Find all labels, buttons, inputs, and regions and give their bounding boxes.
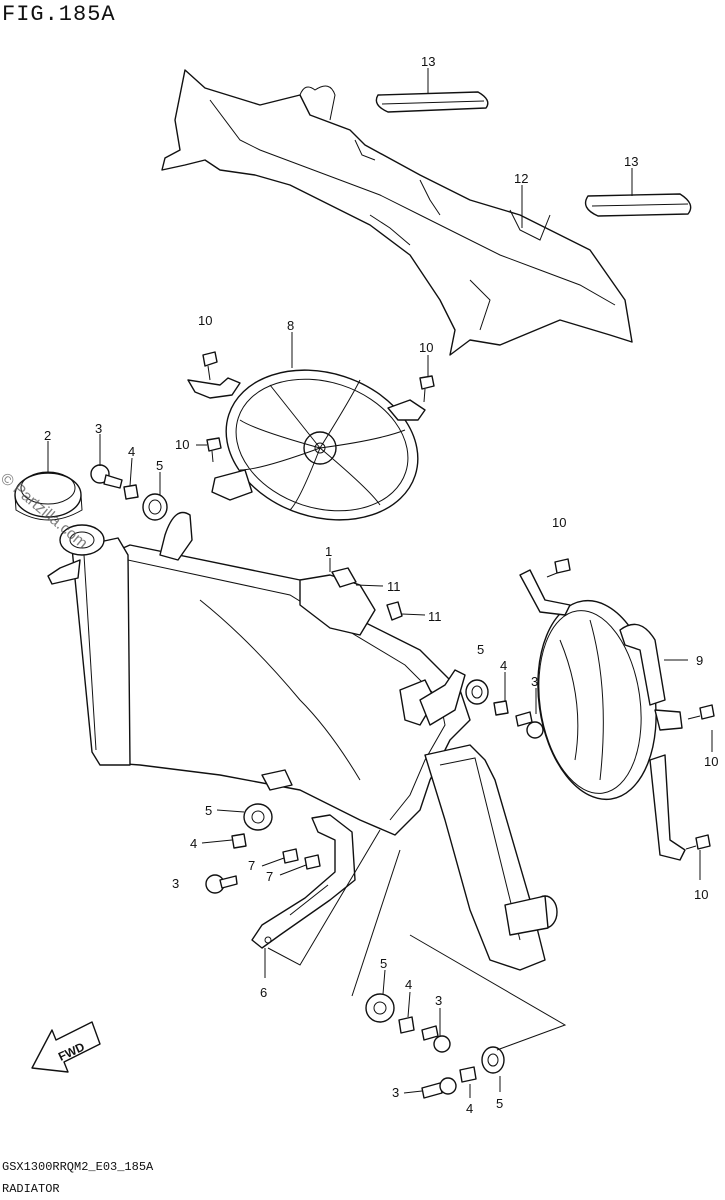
part-5-grommet-e[interactable] [481, 1046, 505, 1074]
callout-5: 5 [496, 1096, 503, 1111]
part-5-grommet-a[interactable] [142, 493, 168, 521]
part-10-bolt-c[interactable] [206, 437, 222, 463]
part-7-bolt-b[interactable] [304, 854, 321, 870]
part-3-bolt-c[interactable] [205, 874, 238, 894]
part-8-cooling-fan-upper[interactable] [187, 346, 437, 544]
part-3-bolt-e[interactable] [421, 1077, 457, 1099]
part-7-bolt-a[interactable] [282, 848, 299, 864]
callout-13: 13 [624, 154, 638, 169]
callout-5: 5 [156, 458, 163, 473]
callout-2: 2 [44, 428, 51, 443]
part-4-collar-c[interactable] [231, 833, 247, 849]
callout-12: 12 [514, 171, 528, 186]
callout-10: 10 [198, 313, 212, 328]
callout-5: 5 [205, 803, 212, 818]
part-5-grommet-d[interactable] [365, 993, 395, 1023]
fwd-arrow: FWD [31, 1021, 101, 1073]
callout-4: 4 [190, 836, 197, 851]
callout-9: 9 [696, 653, 703, 668]
part-4-collar-e[interactable] [459, 1066, 477, 1083]
part-3-bolt-b[interactable] [515, 711, 544, 739]
callout-3: 3 [172, 876, 179, 891]
callout-5: 5 [477, 642, 484, 657]
part-5-grommet-b[interactable] [465, 679, 489, 705]
callout-10: 10 [694, 887, 708, 902]
part-9-cooling-fan-lower[interactable] [519, 569, 686, 861]
part-4-collar-d[interactable] [398, 1016, 415, 1034]
callout-4: 4 [500, 658, 507, 673]
callout-7: 7 [248, 858, 255, 873]
callout-3: 3 [531, 674, 538, 689]
part-13-seal-strip-lower[interactable] [584, 193, 692, 217]
leader-lines [47, 68, 713, 1098]
part-6-bracket[interactable] [251, 814, 356, 949]
part-3-bolt-a[interactable] [90, 464, 123, 489]
callout-6: 6 [260, 985, 267, 1000]
callout-5: 5 [380, 956, 387, 971]
callout-8: 8 [287, 318, 294, 333]
callout-13: 13 [421, 54, 435, 69]
callout-4: 4 [405, 977, 412, 992]
part-4-collar-b[interactable] [493, 700, 509, 716]
part-10-bolt-f[interactable] [685, 834, 711, 850]
callout-3: 3 [435, 993, 442, 1008]
callout-10: 10 [419, 340, 433, 355]
callout-labels: 13 13 12 10 8 10 10 2 3 4 5 1 11 11 10 9… [44, 54, 718, 1116]
model-code: GSX1300RRQM2_E03_185A [2, 1160, 154, 1174]
part-12-radiator-shroud[interactable] [161, 69, 633, 356]
part-10-bolt-d[interactable] [546, 558, 571, 578]
callout-1: 1 [325, 544, 332, 559]
callout-10: 10 [175, 437, 189, 452]
part-4-collar-a[interactable] [123, 484, 139, 500]
part-5-grommet-c[interactable] [243, 803, 273, 831]
callout-7: 7 [266, 869, 273, 884]
callout-3: 3 [392, 1085, 399, 1100]
part-3-bolt-d[interactable] [421, 1025, 451, 1053]
diagram-caption: RADIATOR [2, 1182, 60, 1196]
part-10-bolt-a[interactable] [202, 351, 218, 381]
part-10-bolt-b[interactable] [419, 375, 435, 403]
part-1-clip[interactable] [331, 567, 357, 588]
callout-11: 11 [387, 579, 401, 594]
callout-4: 4 [128, 444, 135, 459]
callout-10: 10 [704, 754, 718, 769]
callout-11: 11 [428, 609, 442, 624]
part-10-bolt-e[interactable] [687, 704, 715, 720]
callout-10: 10 [552, 515, 566, 530]
callout-3: 3 [95, 421, 102, 436]
part-13-seal-strip-upper[interactable] [375, 91, 489, 113]
figure-title: FIG.185A [2, 2, 116, 27]
callout-4: 4 [466, 1101, 473, 1116]
radiator-core[interactable] [47, 511, 558, 971]
part-11-nut[interactable] [386, 601, 403, 621]
